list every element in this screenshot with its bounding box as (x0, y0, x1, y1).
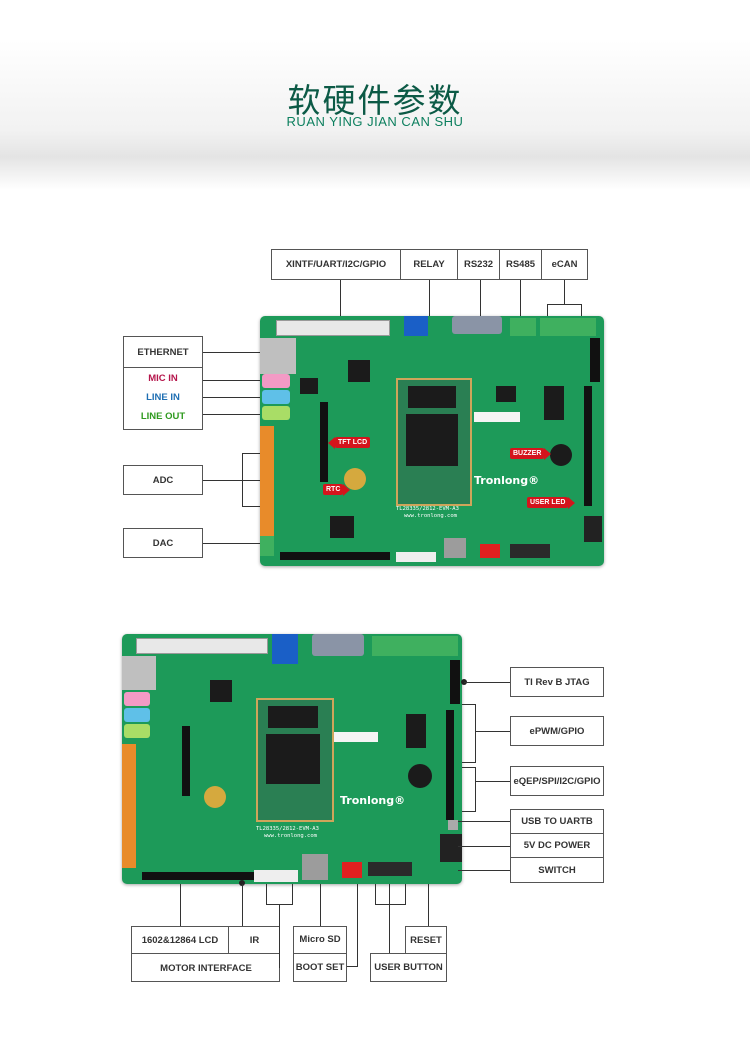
url-silkscreen: www.tronlong.com (404, 513, 457, 519)
xintf-header (276, 320, 390, 336)
ethernet-chip (348, 360, 370, 382)
power-jack (584, 516, 602, 542)
label-rs232: RS232 (457, 249, 500, 280)
label-user-button: USER BUTTON (370, 953, 447, 982)
label-epwm: ePWM/GPIO (510, 716, 604, 746)
right-label-group: USB TO UARTB 5V DC POWER SWITCH (510, 809, 604, 883)
ecan-terminal (540, 318, 596, 336)
right-chip-2 (496, 386, 516, 402)
bottom-chip (330, 516, 354, 538)
label-jtag: TI Rev B JTAG (510, 667, 604, 697)
relay-component (404, 316, 428, 336)
adc-terminals-2 (122, 744, 136, 868)
label-mic-in: MIC IN (148, 372, 178, 384)
label-boot-set: BOOT SET (295, 961, 345, 973)
label-ir: IR (229, 927, 280, 954)
line-out-jack-2 (124, 724, 150, 738)
label-line-in: LINE IN (146, 391, 180, 403)
line-in-jack (262, 390, 290, 404)
label-relay: RELAY (400, 249, 458, 280)
label-line-out: LINE OUT (140, 410, 186, 422)
audio-chip (300, 378, 318, 394)
bottom-mid-label-group: Micro SD BOOT SET (293, 926, 347, 982)
user-buttons (510, 544, 550, 558)
microsd-slot-2 (302, 854, 328, 880)
label-rs485: RS485 (499, 249, 542, 280)
user-buttons-2 (368, 862, 412, 876)
label-switch: SWITCH (538, 864, 576, 876)
label-ethernet: ETHERNET (124, 337, 202, 368)
label-reset: RESET (405, 926, 447, 955)
mic-in-jack (262, 374, 290, 388)
label-ecan: eCAN (541, 249, 588, 280)
ethernet-jack-2 (122, 656, 156, 690)
terminals-2 (372, 636, 458, 656)
rtc-battery-2 (204, 786, 226, 808)
label-lcd: 1602&12864 LCD (132, 927, 229, 954)
header-band (0, 40, 750, 190)
board-top-view: Tronlong® TL28335/2812-EVM-A3 www.tronlo… (260, 316, 604, 566)
tft-lcd-header (320, 402, 328, 482)
sram-chip-2 (268, 706, 318, 728)
label-microsd: Micro SD (294, 927, 346, 954)
ethernet-chip-2 (210, 680, 232, 702)
buzzer-2 (408, 764, 432, 788)
tag-rtc: RTC (323, 483, 351, 496)
line-out-jack (262, 406, 290, 420)
xintf-header-2 (136, 638, 268, 654)
model-silkscreen-2: TL28335/2812-EVM-A3 (256, 826, 319, 832)
label-xintf: XINTF/UART/I2C/GPIO (271, 249, 401, 280)
buzzer (550, 444, 572, 466)
label-motor: MOTOR INTERFACE (160, 962, 252, 974)
jtag-header-2 (450, 660, 460, 704)
white-connectors-2 (254, 870, 298, 882)
usb-port (448, 820, 458, 830)
dip-switch (480, 544, 500, 558)
dip-switch-2 (342, 862, 362, 878)
page-subtitle: RUAN YING JIAN CAN SHU (286, 114, 464, 129)
bottom-left-label-group: 1602&12864 LCD IR MOTOR INTERFACE (131, 926, 280, 982)
tft-lcd-header-2 (182, 726, 190, 796)
jtag-header (590, 338, 600, 382)
dsp-chip (406, 414, 458, 466)
dsp-chip-2 (266, 734, 320, 784)
label-5v-power: 5V DC POWER (511, 834, 603, 858)
label-adc: ADC (123, 465, 203, 495)
white-connectors (396, 552, 436, 562)
white-label-2 (334, 732, 378, 742)
adc-terminals (260, 426, 274, 536)
label-usb-uart: USB TO UARTB (511, 810, 603, 834)
tag-buzzer: BUZZER (510, 447, 552, 460)
sram-chip (408, 386, 456, 408)
audio-label-group: ETHERNET MIC IN LINE IN LINE OUT (123, 336, 203, 430)
mic-in-jack-2 (124, 692, 150, 706)
microsd-slot (444, 538, 466, 558)
motor-header (280, 552, 390, 560)
motor-header-2 (142, 872, 254, 880)
brand-logo-2: Tronlong® (340, 794, 406, 807)
url-silkscreen-2: www.tronlong.com (264, 833, 317, 839)
ethernet-jack (260, 338, 296, 374)
right-header-2 (446, 710, 454, 820)
brand-logo: Tronlong® (474, 474, 540, 487)
label-dac: DAC (123, 528, 203, 558)
board-bottom-view: Tronlong® TL28335/2812-EVM-A3 www.tronlo… (122, 634, 462, 884)
right-header (584, 386, 592, 506)
white-label (474, 412, 520, 422)
line-in-jack-2 (124, 708, 150, 722)
label-eqep: eQEP/SPI/I2C/GPIO (510, 766, 604, 796)
rs232-connector-2 (312, 634, 364, 656)
rs485-terminal (510, 318, 536, 336)
power-jack-2 (440, 834, 462, 862)
right-chip-3 (406, 714, 426, 748)
relay-component-2 (272, 634, 298, 664)
tag-user-led: USER LED (527, 496, 576, 509)
model-silkscreen: TL28335/2812-EVM-A3 (396, 506, 459, 512)
dac-terminal (260, 536, 274, 556)
tag-tft-lcd: TFT LCD (327, 436, 371, 449)
page-title: 软硬件参数 (287, 81, 463, 120)
rs232-connector (452, 316, 502, 334)
right-chip-1 (544, 386, 564, 420)
